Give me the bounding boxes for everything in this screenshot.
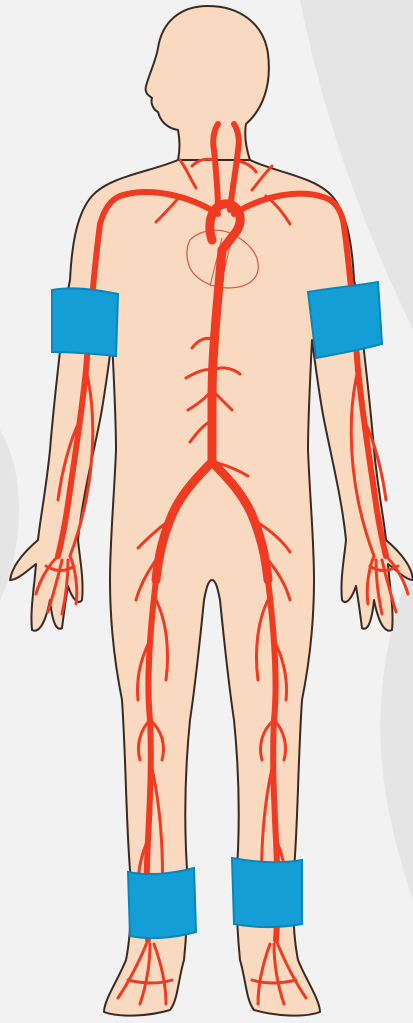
cuff-left-ankle: [128, 868, 196, 938]
cuff-right-ankle: [232, 858, 302, 927]
cuff-left-upper-arm: [52, 288, 118, 356]
cuff-right-upper-arm: [308, 282, 382, 358]
